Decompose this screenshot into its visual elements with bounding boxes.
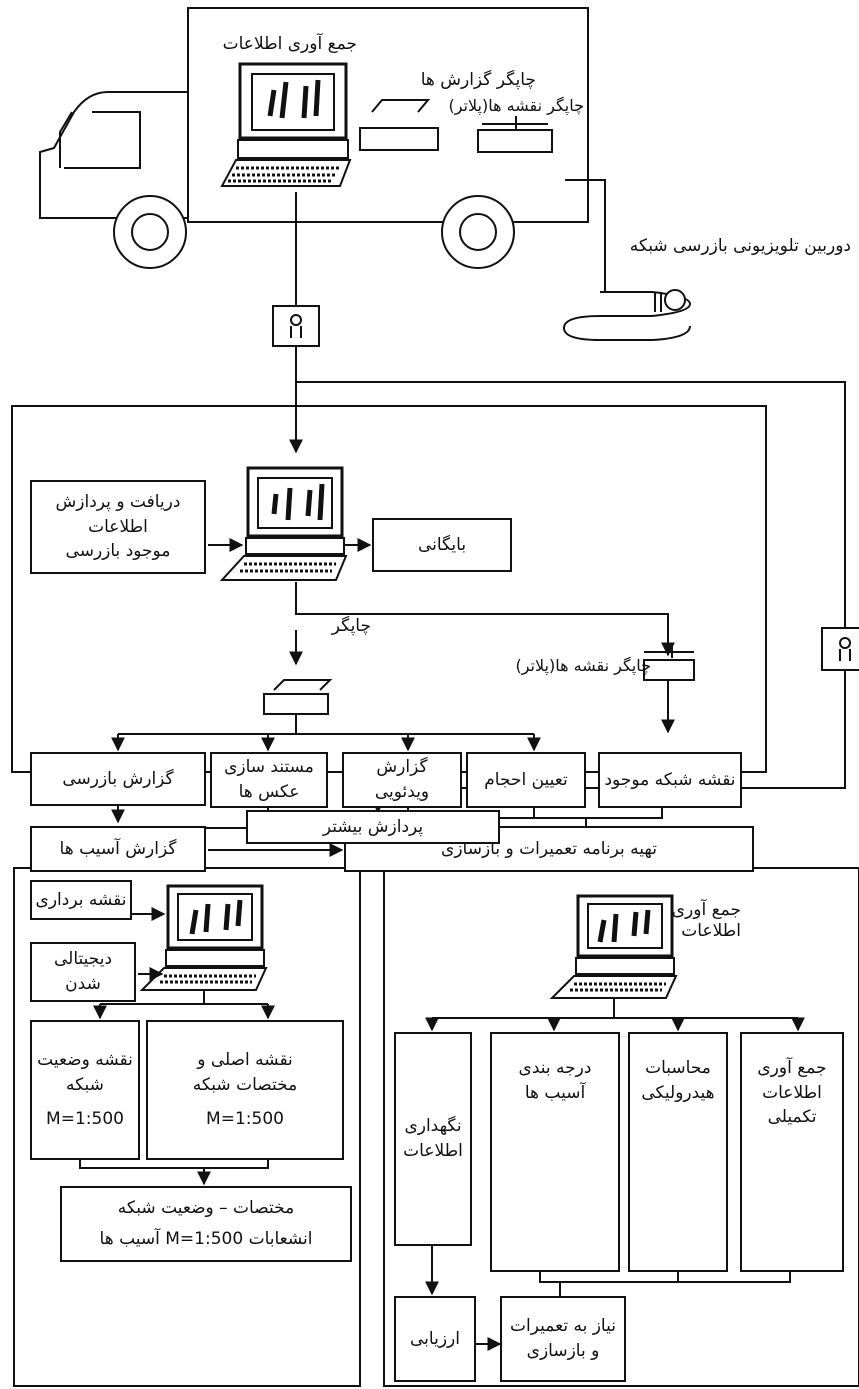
printer-label: چاپگر (331, 616, 371, 636)
truck-computer-icon (220, 62, 352, 187)
surveying-box: نقشه برداری (30, 880, 132, 920)
plotter-label: چاپگر نقشه ها(پلاتر) (448, 96, 584, 115)
truck-illustration (39, 7, 589, 269)
further-processing-box: پردازش بیشتر (246, 810, 500, 844)
report-printer-icon (371, 99, 431, 113)
right-computer-icon (549, 894, 678, 999)
printer-icon (273, 679, 333, 691)
archive-box: بایگانی (372, 518, 512, 572)
report-printer-label: چاپگر گزارش ها (420, 70, 536, 90)
left-computer-icon (139, 884, 268, 991)
volumes-box: تعیین احجام (466, 752, 586, 808)
truck-collect-label: جمع آوری اطلاعات (222, 34, 357, 54)
inspection-report-box: گزارش بازرسی (30, 752, 206, 806)
plotter-icon-2 (644, 646, 694, 658)
damage-report-box: گزارش آسیب ها (30, 826, 206, 872)
network-map-box: نقشه شبکه موجود (598, 752, 742, 808)
plotter-icon (477, 129, 553, 153)
camera-label: دوربین تلویزیونی بازرسی شبکه (629, 236, 851, 256)
office-computer-icon (219, 466, 348, 581)
evaluation-box: ارزیابی (394, 1296, 476, 1382)
plotter-label-2: چاپگر نقشه ها(پلاتر) (515, 656, 651, 675)
